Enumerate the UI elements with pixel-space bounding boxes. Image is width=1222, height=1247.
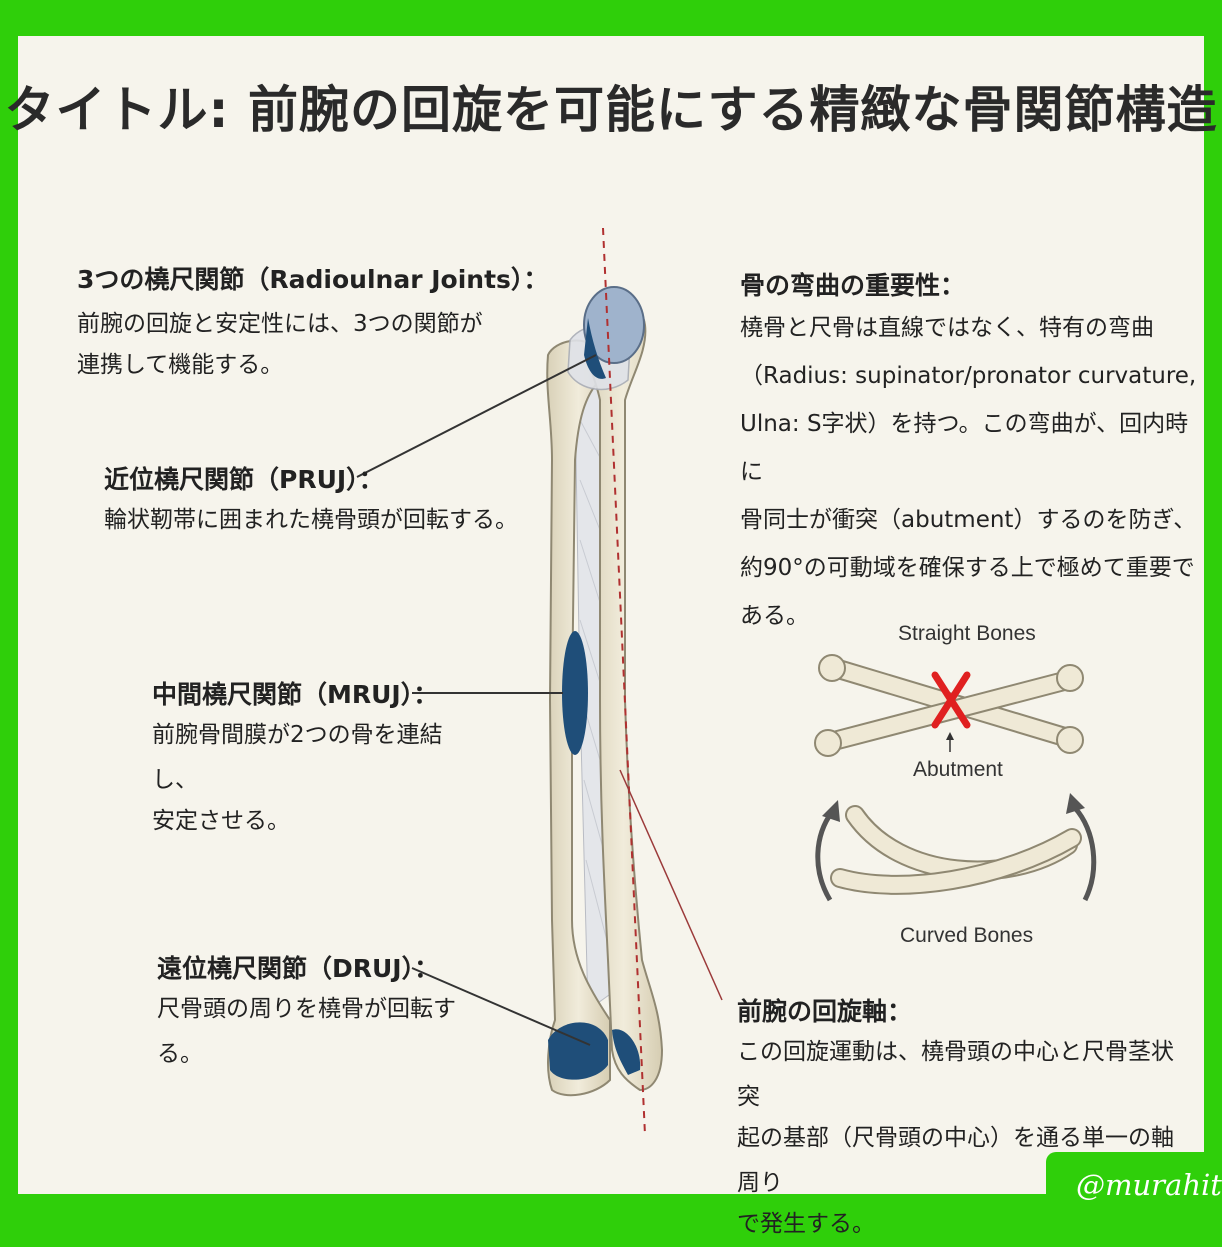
straight-bones-label: Straight Bones — [898, 622, 1036, 645]
leader-axis — [619, 769, 723, 1001]
mruj-line: 安定させる。 — [152, 808, 290, 834]
joints-heading: 3つの橈尺関節（Radioulnar Joints）： — [77, 265, 549, 294]
joints-line: 前腕の回旋と安定性には、3つの関節が — [77, 311, 483, 337]
leader-druj — [411, 967, 591, 1046]
curvature-line: Ulna: S字状）を持つ。この弯曲が、回内時に — [740, 411, 1189, 485]
rotation-arrow-right — [1073, 806, 1097, 902]
curved-bones-inset — [815, 793, 1097, 902]
pruj-cartilage — [584, 318, 606, 379]
cross-mark-b — [931, 671, 971, 729]
credit-text: @murahito — [1076, 1168, 1222, 1202]
curvature-line: 骨同士が衝突（abutment）するのを防ぎ、 — [740, 507, 1197, 533]
curvature-line: ある。 — [740, 603, 809, 629]
credit-badge: @murahito — [1046, 1152, 1222, 1222]
mruj-heading: 中間橈尺関節（MRUJ）： — [152, 680, 439, 709]
mruj-joint — [562, 631, 588, 755]
curvature-heading: 骨の弯曲の重要性： — [740, 271, 966, 300]
axis-line: 起の基部（尺骨頭の中心）を通る単一の軸周り — [737, 1125, 1174, 1196]
forearm-illustration — [356, 227, 1097, 1136]
mruj-line: 前腕骨間膜が2つの骨を連結し、 — [152, 722, 443, 793]
curvature-line: 約90°の可動域を確保する上で極めて重要で — [740, 555, 1195, 581]
radius-distal — [612, 1029, 641, 1075]
radial-head — [583, 286, 645, 364]
page-title: タイトル: 前腕の回旋を可能にする精緻な骨関節構造 — [4, 81, 1218, 139]
axis-line: この回旋運動は、橈骨頭の中心と尺骨茎状突 — [737, 1039, 1174, 1110]
axis-heading: 前腕の回旋軸： — [737, 997, 913, 1026]
curvature-block: 骨の弯曲の重要性： 橈骨と尺骨は直線ではなく、特有の弯曲 （Radius: su… — [740, 268, 1200, 640]
druj-heading: 遠位橈尺関節（DRUJ）： — [157, 954, 440, 983]
joints-line: 連携して機能する。 — [77, 352, 284, 378]
pruj-line: 輪状靭帯に囲まれた橈骨頭が回転する。 — [104, 507, 518, 533]
ulna-head — [548, 1022, 608, 1080]
rotation-arrow-left — [815, 810, 835, 902]
joints-block: 3つの橈尺関節（Radioulnar Joints）： 前腕の回旋と安定性には、… — [77, 262, 549, 388]
curvature-line: 橈骨と尺骨は直線ではなく、特有の弯曲 — [740, 315, 1154, 341]
abutment-label: Abutment — [913, 758, 1003, 781]
pruj-heading: 近位橈尺関節（PRUJ）： — [104, 465, 384, 494]
druj-line: 尺骨頭の周りを橈骨が回転する。 — [157, 996, 456, 1067]
druj-block: 遠位橈尺関節（DRUJ）： 尺骨頭の周りを橈骨が回転する。 — [157, 951, 497, 1077]
leader-pruj — [356, 354, 597, 478]
straight-bones-inset — [814, 654, 1084, 757]
curved-bones-label: Curved Bones — [900, 924, 1034, 947]
mruj-block: 中間橈尺関節（MRUJ）： 前腕骨間膜が2つの骨を連結し、 安定させる。 — [152, 677, 452, 844]
rotation-axis — [602, 227, 646, 1136]
pruj-block: 近位橈尺関節（PRUJ）： 輪状靭帯に囲まれた橈骨頭が回転する。 — [104, 462, 524, 543]
radius-bone — [583, 300, 664, 1092]
curvature-line: （Radius: supinator/pronator curvature, — [740, 363, 1197, 389]
